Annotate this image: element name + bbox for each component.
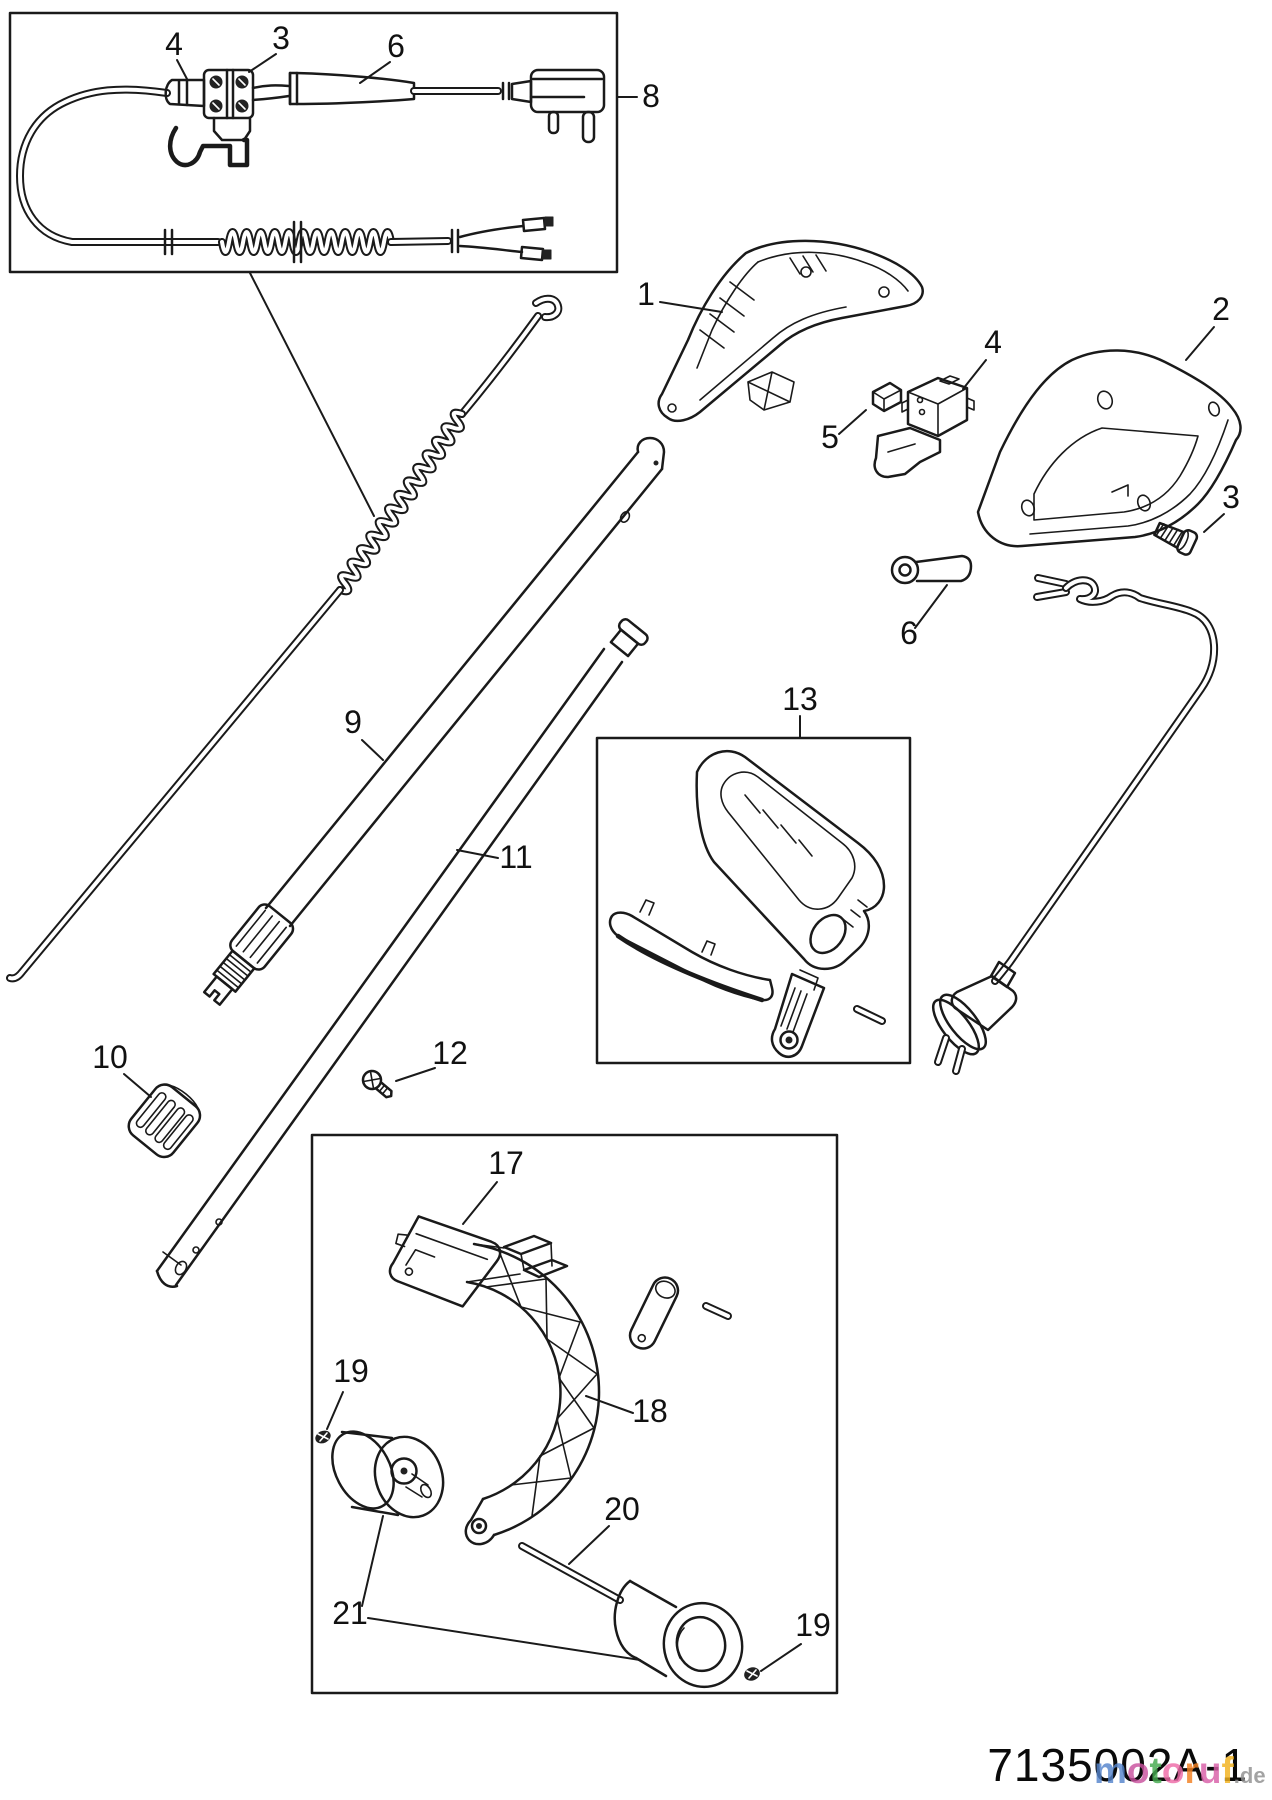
roller-b	[613, 1579, 744, 1689]
hook-wire	[6, 294, 563, 983]
housing-right-half	[976, 349, 1242, 548]
callout-19a: 19	[333, 1353, 369, 1389]
guard-box: 17 18 19 20 21 19	[310, 1133, 839, 1695]
uk-plug	[510, 68, 606, 144]
callout-4: 4	[984, 324, 1002, 360]
cable-ferrule	[288, 71, 416, 106]
roller-a	[331, 1430, 445, 1519]
callout-21: 21	[332, 1595, 368, 1631]
upper-shaft-tube	[202, 436, 666, 1006]
screw-12	[361, 1069, 393, 1099]
spacer-block	[871, 381, 903, 413]
callout-9: 9	[344, 704, 362, 740]
shaft-coupler	[202, 903, 295, 1006]
cord-clamp	[164, 78, 206, 108]
mount-bracket	[388, 1215, 502, 1308]
callout-box-3: 3	[272, 20, 290, 56]
callout-19b: 19	[795, 1607, 831, 1643]
callout-box-4: 4	[165, 26, 183, 62]
part-number: 7135002A-1	[987, 1739, 1248, 1791]
callout-2: 2	[1212, 291, 1230, 327]
callout-11: 11	[499, 839, 532, 875]
euro-plug	[931, 960, 1018, 1075]
callout-18: 18	[632, 1393, 668, 1429]
trigger	[167, 125, 250, 168]
spade-terminals	[458, 216, 554, 262]
cord-hook	[991, 576, 1219, 985]
callout-3: 3	[1222, 479, 1240, 515]
callout-12: 12	[432, 1035, 468, 1071]
callout-6: 6	[900, 615, 918, 651]
link-piece	[628, 1276, 680, 1350]
loop-handle	[695, 749, 886, 971]
callout-20: 20	[604, 1491, 640, 1527]
switch-block	[202, 68, 255, 142]
callout-5: 5	[821, 419, 839, 455]
callout-box-6: 6	[387, 28, 405, 64]
watermark: motoruf.de	[1094, 1750, 1266, 1791]
detail-box-cable-assembly: 4 3 6	[8, 11, 619, 274]
pivot-pin	[890, 554, 973, 585]
callout-10: 10	[92, 1039, 128, 1075]
clamp-plate	[608, 899, 774, 1003]
support-arc	[464, 1234, 601, 1546]
callout-1: 1	[637, 276, 655, 312]
clamp-lever	[770, 969, 826, 1059]
switch-assembly	[873, 375, 975, 479]
callout-8: 8	[642, 78, 660, 114]
lower-shaft-tube	[155, 618, 649, 1288]
callout-13: 13	[782, 681, 818, 717]
housing-left-half	[657, 239, 924, 423]
loop-handle-box	[595, 736, 912, 1065]
screw-3	[1153, 521, 1199, 556]
shaft-cap	[127, 1083, 202, 1159]
callout-17: 17	[488, 1145, 524, 1181]
power-cord	[931, 574, 1219, 1075]
